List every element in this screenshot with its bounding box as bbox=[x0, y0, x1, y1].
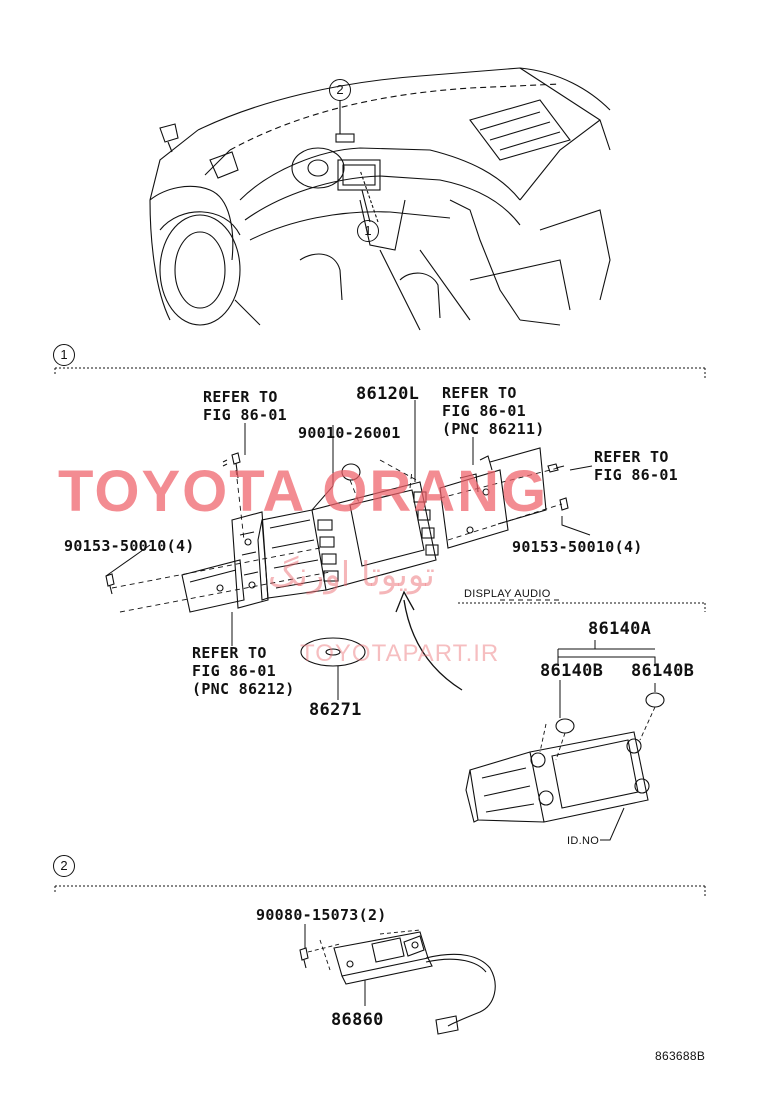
part-number-bolt-right: 90153-50010(4) bbox=[512, 538, 643, 556]
display-audio-unit bbox=[465, 692, 665, 823]
part-number-86271: 86271 bbox=[309, 700, 362, 720]
display-audio-dashed bbox=[539, 706, 656, 761]
refer-far-right-line2: FIG 86-01 bbox=[594, 466, 678, 484]
module-86860-leaders bbox=[304, 924, 366, 1006]
refer-right-top-line3: (PNC 86211) bbox=[442, 420, 545, 438]
part-number-86140B-left: 86140B bbox=[540, 661, 604, 681]
module-86860-dashed bbox=[307, 929, 421, 971]
head-unit-assembly bbox=[105, 447, 569, 667]
refer-right-top-line1: REFER TO bbox=[442, 384, 517, 402]
callout-1-overview: 1 bbox=[357, 220, 379, 242]
display-audio-leaders bbox=[557, 640, 656, 841]
display-audio-frame bbox=[458, 602, 706, 612]
part-number-86140A: 86140A bbox=[588, 619, 652, 639]
part-number-86120L: 86120L bbox=[356, 384, 420, 404]
refer-bottom-line3: (PNC 86212) bbox=[192, 680, 295, 698]
part-number-90010-26001: 90010-26001 bbox=[298, 424, 401, 442]
refer-right-top-line2: FIG 86-01 bbox=[442, 402, 526, 420]
callout-2-section: 2 bbox=[53, 855, 75, 877]
refer-far-right-line1: REFER TO bbox=[594, 448, 669, 466]
part-number-bolt-left: 90153-50010(4) bbox=[64, 537, 195, 555]
part-number-86140B-right: 86140B bbox=[631, 661, 695, 681]
section-2-frame bbox=[54, 885, 706, 896]
assembly-dashed-lines bbox=[111, 459, 563, 613]
section-1-frame bbox=[54, 367, 706, 380]
part-number-90080-15073: 90080-15073(2) bbox=[256, 906, 387, 924]
callout-2-overview: 2 bbox=[329, 79, 351, 101]
section-1-leaders bbox=[105, 400, 593, 700]
id-no-label: ID.NO bbox=[567, 835, 600, 847]
refer-left-top-line2: FIG 86-01 bbox=[203, 406, 287, 424]
callout-1-section: 1 bbox=[53, 344, 75, 366]
figure-code: 863688B bbox=[655, 1049, 706, 1063]
part-number-86860: 86860 bbox=[331, 1010, 384, 1030]
car-interior-overview bbox=[149, 67, 611, 331]
arrow-to-display-audio bbox=[395, 590, 463, 691]
refer-bottom-line2: FIG 86-01 bbox=[192, 662, 276, 680]
module-86860 bbox=[299, 931, 496, 1035]
refer-bottom-line1: REFER TO bbox=[192, 644, 267, 662]
display-audio-label: DISPLAY AUDIO bbox=[464, 588, 551, 600]
refer-left-top-line1: REFER TO bbox=[203, 388, 278, 406]
